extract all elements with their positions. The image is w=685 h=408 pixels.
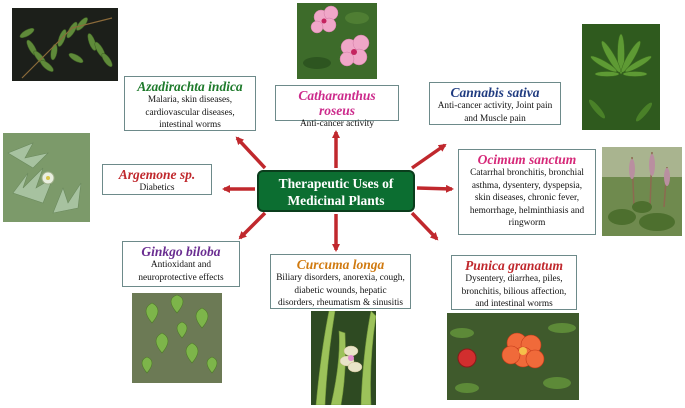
center-title-line2: Medicinal Plants bbox=[287, 193, 385, 208]
ocimum-use-1: Catarrhal bronchitis, bronchial bbox=[470, 168, 584, 178]
arrow-to-ginkgo bbox=[238, 211, 267, 240]
ocimum-name: Ocimum sanctum bbox=[477, 152, 577, 167]
cannabis-name: Cannabis sativa bbox=[450, 85, 540, 100]
azadirachta-use-1: Malaria, skin diseases, bbox=[147, 95, 233, 105]
center-title-line1: Therapeutic Uses of bbox=[278, 176, 394, 191]
ocimum-use-4: hemorrhage, helminthiasis and bbox=[469, 205, 585, 216]
ocimum-use-3: skin diseases, chronic fever, bbox=[474, 193, 580, 203]
center-title-box: Therapeutic Uses of Medicinal Plants bbox=[257, 170, 415, 212]
punica-use-2: bronchitis, bilious affection, bbox=[461, 286, 567, 297]
argemone-name: Argemone sp. bbox=[118, 167, 196, 182]
azadirachta-photo bbox=[12, 8, 118, 81]
arrow-to-punica bbox=[410, 211, 439, 241]
catharanthus-box: Catharanthus roseus Anti-cancer activity bbox=[275, 85, 399, 129]
curcuma-use-3: disorders, rheumatism & sinusitis bbox=[278, 298, 403, 308]
cannabis-photo bbox=[582, 24, 660, 130]
catharanthus-name: Catharanthus roseus bbox=[298, 88, 376, 118]
ginkgo-use-1: Antioxidant and bbox=[150, 260, 212, 270]
curcuma-use-2: diabetic wounds, hepatic bbox=[294, 285, 387, 296]
ocimum-box: Ocimum sanctum Catarrhal bronchitis, bro… bbox=[458, 149, 596, 235]
cannabis-use-1: Anti-cancer activity, Joint pain bbox=[437, 101, 553, 111]
arrow-to-ocimum bbox=[416, 184, 454, 193]
ginkgo-use-2: neuroprotective effects bbox=[138, 272, 224, 283]
argemone-box: Argemone sp. Diabetics bbox=[102, 164, 212, 195]
curcuma-box: Curcuma longa Biliary disorders, anorexi… bbox=[270, 254, 411, 309]
catharanthus-use-1: Anti-cancer activity bbox=[299, 119, 375, 129]
catharanthus-photo bbox=[297, 3, 377, 79]
ocimum-photo bbox=[602, 147, 682, 236]
ginkgo-name: Ginkgo biloba bbox=[141, 244, 221, 259]
ginkgo-box: Ginkgo biloba Antioxidant and neuroprote… bbox=[122, 241, 240, 287]
punica-use-3: and intestinal worms bbox=[475, 299, 553, 309]
arrow-to-cannabis bbox=[410, 143, 447, 170]
azadirachta-use-3: intestinal worms bbox=[159, 120, 221, 130]
arrow-to-azadirachta bbox=[235, 136, 267, 170]
cannabis-use-2: and Muscle pain bbox=[464, 113, 526, 124]
ocimum-use-2: asthma, dysentery, dyspepsia, bbox=[471, 180, 583, 191]
argemone-photo bbox=[3, 133, 90, 222]
curcuma-photo bbox=[311, 311, 376, 405]
curcuma-name: Curcuma longa bbox=[296, 257, 385, 272]
azadirachta-name: Azadirachta indica bbox=[137, 79, 243, 94]
azadirachta-box: Azadirachta indica Malaria, skin disease… bbox=[124, 76, 256, 131]
punica-photo bbox=[447, 313, 579, 400]
curcuma-use-1: Biliary disorders, anorexia, cough, bbox=[276, 273, 405, 283]
punica-name: Punica granatum bbox=[465, 258, 563, 273]
ginkgo-photo bbox=[132, 293, 222, 383]
argemone-use-1: Diabetics bbox=[139, 183, 175, 193]
punica-use-1: Dysentery, diarrhea, piles, bbox=[465, 274, 563, 284]
cannabis-box: Cannabis sativa Anti-cancer activity, Jo… bbox=[429, 82, 561, 125]
ocimum-use-5: ringworm bbox=[508, 218, 546, 228]
azadirachta-use-2: cardiovascular diseases, bbox=[145, 107, 235, 118]
punica-box: Punica granatum Dysentery, diarrhea, pil… bbox=[451, 255, 577, 310]
